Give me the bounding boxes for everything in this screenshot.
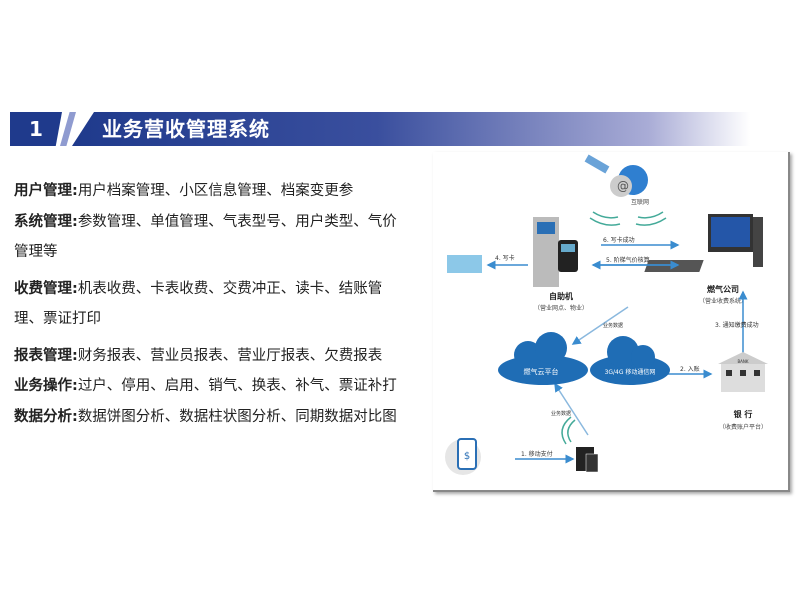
feature-text: 机表收费、卡表收费、交费冲正、读卡、结账管理、票证打印 — [14, 280, 383, 328]
internet-label: 互联网 — [631, 198, 649, 206]
bank-sub: （收费账户平台） — [719, 423, 767, 431]
signal-icon — [561, 211, 667, 445]
feature-text: 数据饼图分析、数据柱状图分析、同期数据对比图 — [77, 408, 397, 425]
step5-label: 5. 阶梯气价核算 — [606, 256, 650, 264]
kiosk-icon — [533, 217, 578, 287]
feature-text: 财务报表、营业员报表、营业厅报表、欠费报表 — [77, 347, 383, 364]
kiosk-label: 自助机 — [549, 291, 573, 301]
gas-company-sub: （营业收费系统） — [699, 297, 747, 305]
title-bar: 业务营收管理系统 — [72, 112, 750, 146]
feature-label: 数据分析 — [14, 408, 72, 425]
section-number: 1 — [10, 112, 62, 146]
system-diagram: @ 互联网 自助机 （营业网点、物业） 燃气公司 （营业收费系统） 6. 写卡成… — [433, 152, 790, 492]
feature-item: 数据分析:数据饼图分析、数据柱状图分析、同期数据对比图 — [14, 408, 397, 425]
step4-label: 4. 写卡 — [495, 254, 515, 262]
feature-label: 业务操作 — [14, 378, 72, 394]
gas-card-icon — [447, 255, 482, 273]
biz-data-label: 业务数据 — [603, 322, 623, 329]
internet-icon: @ — [584, 154, 648, 197]
svg-text:BANK: BANK — [737, 359, 748, 364]
feature-label: 收费管理 — [14, 280, 72, 297]
step3-label: 3. 通知缴费成功 — [715, 321, 759, 329]
feature-label: 系统管理 — [14, 213, 72, 230]
bank-icon: BANK — [718, 352, 768, 392]
feature-item: 系统管理:参数管理、单值管理、气表型号、用户类型、气价管理等 — [14, 213, 397, 261]
step2-label: 2. 入账 — [680, 365, 700, 373]
feature-list: 用户管理:用户档案管理、小区信息管理、档案变更参 系统管理:参数管理、单值管理、… — [14, 176, 404, 432]
feature-label: 用户管理 — [14, 183, 72, 199]
decor-stripe — [60, 112, 76, 146]
svg-text:@: @ — [617, 179, 629, 193]
feature-item: 用户管理:用户档案管理、小区信息管理、档案变更参 — [14, 183, 354, 199]
gas-cloud-icon — [498, 332, 588, 385]
feature-label: 报表管理 — [14, 347, 72, 364]
gas-company-label: 燃气公司 — [707, 284, 739, 294]
mobile-payment-icon: $ — [445, 438, 481, 475]
step6-label: 6. 写卡成功 — [603, 236, 635, 244]
feature-item: 收费管理:机表收费、卡表收费、交费冲正、读卡、结账管理、票证打印 — [14, 280, 383, 328]
bank-label: 银 行 — [733, 409, 753, 419]
feature-text: 过户、停用、启用、销气、换表、补气、票证补打 — [77, 378, 397, 394]
biz-data-label: 业务数据 — [551, 410, 571, 417]
section-title: 业务营收管理系统 — [102, 117, 270, 141]
feature-item: 业务操作:过户、停用、启用、销气、换表、补气、票证补打 — [14, 378, 397, 394]
feature-text: 用户档案管理、小区信息管理、档案变更参 — [77, 183, 354, 199]
mobile-network-cloud-icon — [590, 336, 670, 385]
mobile-net-label: 3G/4G 移动通信网 — [605, 368, 656, 376]
step1-label: 1. 移动支付 — [521, 450, 553, 458]
cloud-label: 燃气云平台 — [524, 367, 559, 376]
feature-text: 参数管理、单值管理、气表型号、用户类型、气价管理等 — [14, 213, 397, 261]
tablet-icon — [576, 447, 599, 473]
kiosk-sub: （营业网点、物业） — [534, 304, 588, 312]
feature-item: 报表管理:财务报表、营业员报表、营业厅报表、欠费报表 — [14, 347, 383, 364]
svg-text:$: $ — [464, 451, 470, 462]
computer-icon — [644, 214, 763, 272]
section-header: 1 业务营收管理系统 — [10, 112, 750, 146]
